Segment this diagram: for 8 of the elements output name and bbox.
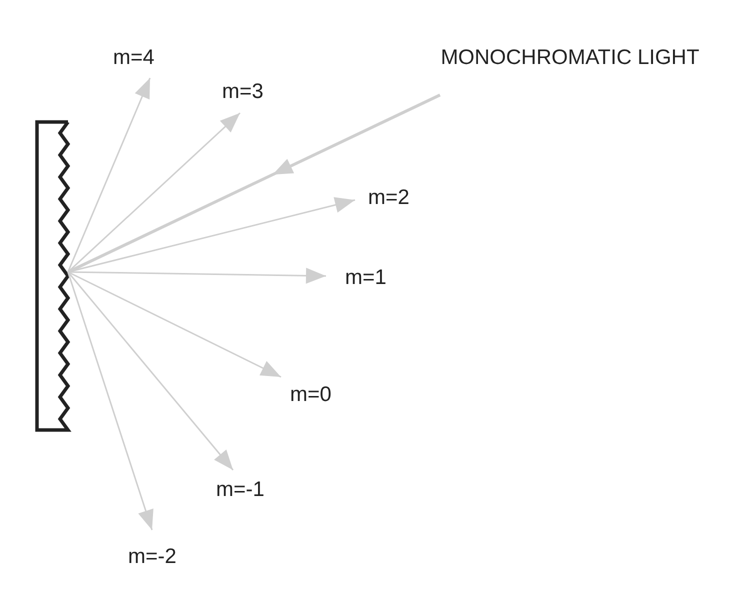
order-label: m=4	[113, 46, 154, 70]
order-label: m=-1	[216, 478, 264, 502]
order-label: m=1	[345, 266, 386, 290]
order-label: m=3	[222, 80, 264, 104]
order-label: m=2	[368, 186, 410, 210]
order-label: m=-2	[128, 545, 176, 569]
order-label: m=0	[290, 383, 332, 407]
beam-label: MONOCHROMATIC LIGHT	[440, 46, 700, 70]
